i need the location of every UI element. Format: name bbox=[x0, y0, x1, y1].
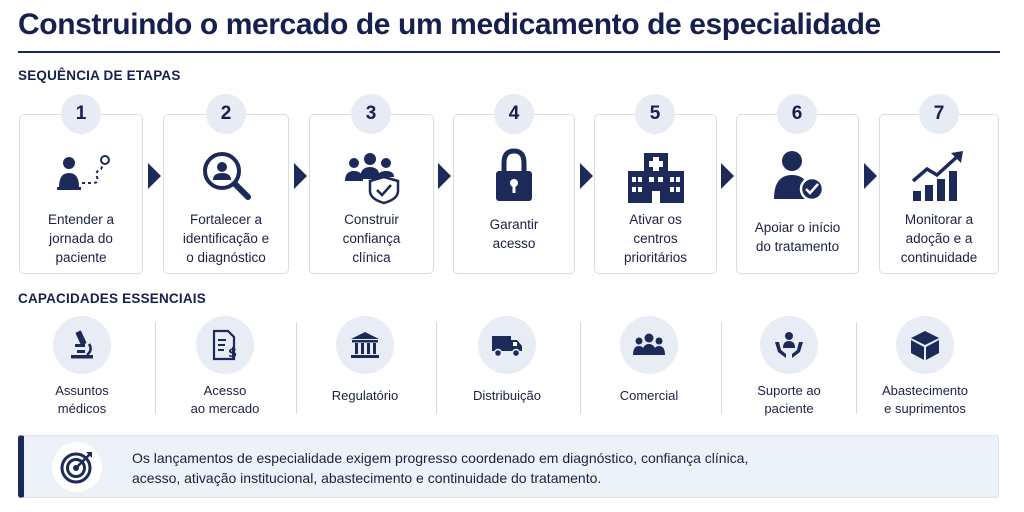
capability-7-line2: e suprimentos bbox=[884, 401, 966, 416]
growth-chart-icon bbox=[880, 145, 998, 207]
step-number-7: 7 bbox=[919, 94, 959, 134]
svg-text:$: $ bbox=[228, 346, 237, 361]
step-5-line1: Ativar os bbox=[629, 212, 682, 227]
step-6-line1: Apoiar o início bbox=[754, 220, 841, 235]
step-6-line2: do tratamento bbox=[755, 239, 840, 254]
banner-text-line1: Os lançamentos de especialidade exigem p… bbox=[132, 450, 749, 466]
step-number-2: 2 bbox=[206, 94, 246, 134]
person-check-icon bbox=[737, 145, 858, 207]
step-card-1: Entender a jornada do paciente bbox=[19, 114, 143, 274]
capability-6-line2: paciente bbox=[764, 401, 814, 416]
capability-regulatory: Regulatório bbox=[300, 316, 430, 426]
truck-icon bbox=[478, 316, 536, 374]
capability-3-line1: Regulatório bbox=[331, 388, 399, 403]
step-number-1: 1 bbox=[61, 94, 101, 134]
group-shield-icon bbox=[310, 145, 433, 207]
step-arrow-4 bbox=[580, 163, 593, 189]
step-arrow-6 bbox=[864, 163, 877, 189]
step-card-4: Garantir acesso bbox=[453, 114, 575, 274]
step-arrow-1 bbox=[148, 163, 161, 189]
capability-market-access: $ Acesso ao mercado bbox=[160, 316, 290, 426]
capability-patient-support: Suporte ao paciente bbox=[724, 316, 854, 426]
capability-5-line1: Comercial bbox=[619, 388, 679, 403]
capability-divider bbox=[856, 322, 857, 414]
step-4-line2: acesso bbox=[492, 236, 536, 251]
capability-1-line2: médicos bbox=[57, 401, 107, 416]
target-icon bbox=[52, 442, 102, 492]
capability-divider bbox=[721, 322, 722, 414]
capability-divider bbox=[580, 322, 581, 414]
step-3-line3: clínica bbox=[352, 250, 391, 265]
title-divider bbox=[18, 51, 1000, 53]
step-number-4: 4 bbox=[494, 94, 534, 134]
step-5-line3: prioritários bbox=[623, 250, 688, 265]
capability-commercial: Comercial bbox=[584, 316, 714, 426]
step-4-line1: Garantir bbox=[489, 217, 539, 232]
box-icon bbox=[896, 316, 954, 374]
capability-supply: Abastecimento e suprimentos bbox=[860, 316, 990, 426]
government-building-icon bbox=[336, 316, 394, 374]
step-5-line2: centros bbox=[633, 231, 678, 246]
capability-distribution: Distribuição bbox=[442, 316, 572, 426]
capability-6-line1: Suporte ao bbox=[757, 383, 821, 398]
capability-7-line1: Abastecimento bbox=[882, 383, 968, 398]
hospital-icon bbox=[595, 145, 716, 207]
step-2-line1: Fortalecer a bbox=[189, 212, 263, 227]
padlock-icon bbox=[454, 145, 574, 207]
step-arrow-3 bbox=[438, 163, 451, 189]
microscope-icon bbox=[53, 316, 111, 374]
step-7-line2: adoção e a bbox=[905, 231, 973, 246]
hands-person-icon bbox=[760, 316, 818, 374]
step-card-3: Construir confiança clínica bbox=[309, 114, 434, 274]
capability-2-line1: Acesso bbox=[203, 383, 247, 398]
banner-text-line2: acesso, ativação institucional, abasteci… bbox=[132, 470, 602, 486]
team-icon bbox=[620, 316, 678, 374]
step-1-line3: paciente bbox=[55, 250, 107, 265]
step-number-3: 3 bbox=[351, 94, 391, 134]
step-7-line1: Monitorar a bbox=[904, 212, 974, 227]
step-3-line2: confiança bbox=[342, 231, 401, 246]
step-card-5: Ativar os centros prioritários bbox=[594, 114, 717, 274]
capability-2-line2: ao mercado bbox=[190, 401, 260, 416]
step-arrow-2 bbox=[294, 163, 307, 189]
capability-divider bbox=[155, 322, 156, 414]
capability-1-line1: Assuntos bbox=[55, 383, 109, 398]
step-7-line3: continuidade bbox=[900, 250, 978, 265]
step-1-line2: jornada do bbox=[49, 231, 113, 246]
page-title: Construindo o mercado de um medicamento … bbox=[18, 8, 881, 41]
step-1-line1: Entender a bbox=[47, 212, 115, 227]
step-number-5: 5 bbox=[635, 94, 675, 134]
capability-divider bbox=[296, 322, 297, 414]
patient-journey-icon bbox=[20, 145, 142, 207]
step-2-line3: o diagnóstico bbox=[186, 250, 266, 265]
step-card-6: Apoiar o início do tratamento bbox=[736, 114, 859, 274]
capability-divider bbox=[436, 322, 437, 414]
price-document-icon: $ bbox=[196, 316, 254, 374]
capability-4-line1: Distribuição bbox=[473, 388, 541, 403]
magnifier-person-icon bbox=[164, 145, 288, 207]
step-3-line1: Construir bbox=[344, 212, 399, 227]
step-card-7: Monitorar a adoção e a continuidade bbox=[879, 114, 999, 274]
steps-section-label: SEQUÊNCIA DE ETAPAS bbox=[18, 68, 181, 83]
summary-banner: Os lançamentos de especialidade exigem p… bbox=[18, 435, 999, 498]
step-2-line2: identificação e bbox=[182, 231, 270, 246]
step-number-6: 6 bbox=[777, 94, 817, 134]
step-arrow-5 bbox=[721, 163, 734, 189]
step-card-2: Fortalecer a identificação e o diagnósti… bbox=[163, 114, 289, 274]
capabilities-section-label: CAPACIDADES ESSENCIAIS bbox=[18, 291, 206, 306]
capability-medical-affairs: Assuntos médicos bbox=[17, 316, 147, 426]
